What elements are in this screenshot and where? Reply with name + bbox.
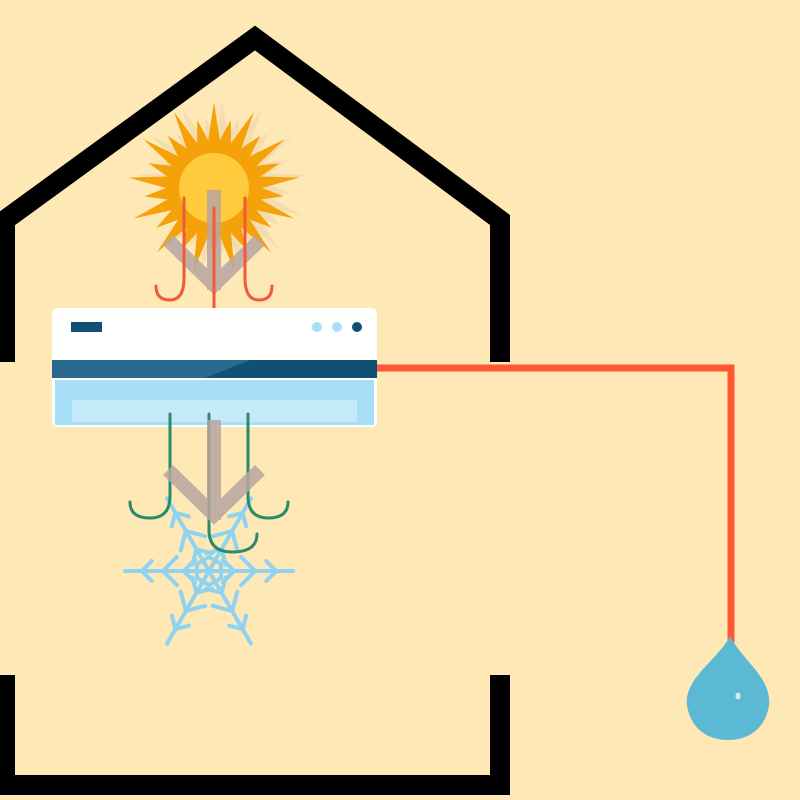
ac-indicator-light [332, 322, 342, 332]
ac-indicator-light [352, 322, 362, 332]
cool-flow-arrow [163, 420, 265, 525]
house-wall-lower [0, 675, 510, 795]
house-outline-icon [0, 25, 510, 795]
water-drop-icon [686, 636, 770, 740]
cool-air-flow [128, 412, 290, 554]
ac-display [71, 322, 102, 332]
cool-air-lines [128, 412, 290, 554]
drain-pipe [375, 364, 735, 643]
air-conditioner-icon [52, 308, 377, 427]
snowflake-icon [123, 496, 295, 646]
house-wall-upper [0, 25, 510, 362]
ac-vent [55, 380, 374, 425]
sun-icon [128, 99, 308, 272]
ac-indicator-light [312, 322, 322, 332]
